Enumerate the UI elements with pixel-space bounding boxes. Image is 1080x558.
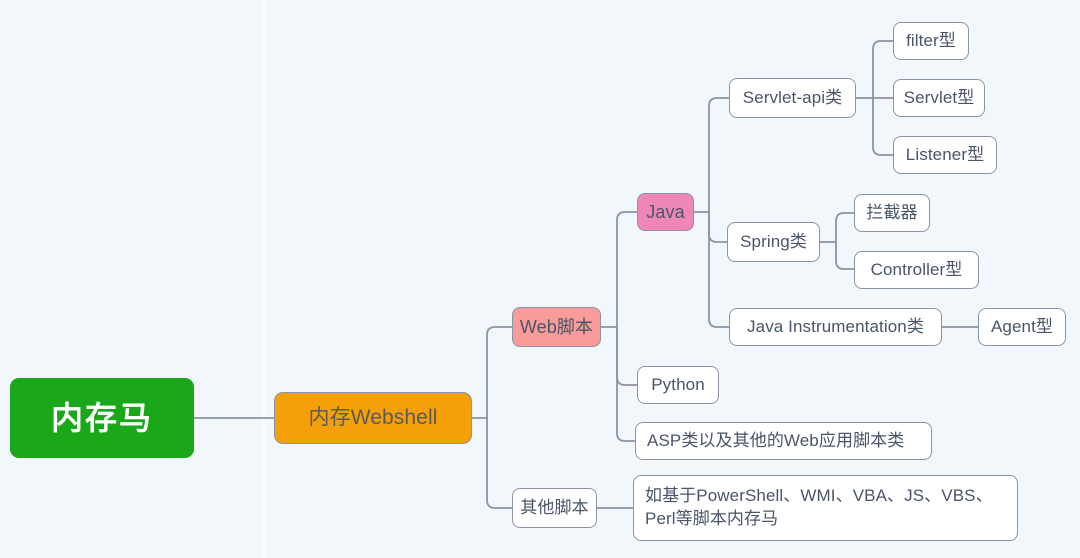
node-other-script[interactable]: 其他脚本 xyxy=(512,488,597,528)
node-java-label: Java xyxy=(646,201,685,222)
node-listener-type[interactable]: Listener型 xyxy=(893,136,997,174)
node-interceptor-label: 拦截器 xyxy=(866,202,918,222)
node-controller-type[interactable]: Controller型 xyxy=(854,251,979,289)
edge-webscript-to-java xyxy=(616,211,638,328)
edge-java-to-instrumentation xyxy=(708,211,730,328)
node-java[interactable]: Java xyxy=(637,193,694,231)
node-spring-label: Spring类 xyxy=(740,231,807,251)
node-interceptor[interactable]: 拦截器 xyxy=(854,194,930,232)
node-memory-webshell-label: 内存Webshell xyxy=(308,405,438,429)
node-java-instrumentation-label: Java Instrumentation类 xyxy=(747,316,924,336)
edge-servletapi-to-listener xyxy=(872,97,894,156)
node-python-label: Python xyxy=(651,374,705,394)
node-other-script-detail[interactable]: 如基于PowerShell、WMI、VBA、JS、VBS、 Perl等脚本内存马 xyxy=(633,475,1018,541)
node-asp-and-other-web-scripts[interactable]: ASP类以及其他的Web应用脚本类 xyxy=(635,422,932,460)
node-servlet-api-label: Servlet-api类 xyxy=(742,87,843,107)
node-other-script-label: 其他脚本 xyxy=(520,497,589,517)
node-spring[interactable]: Spring类 xyxy=(727,222,820,262)
edge-spring-to-interceptor xyxy=(835,212,855,243)
node-memory-webshell[interactable]: 内存Webshell xyxy=(274,392,472,444)
node-filter-type-label: filter型 xyxy=(906,30,956,50)
node-servlet-type[interactable]: Servlet型 xyxy=(893,79,985,117)
node-servlet-api[interactable]: Servlet-api类 xyxy=(729,78,856,118)
node-agent-type-label: Agent型 xyxy=(990,316,1054,336)
node-agent-type[interactable]: Agent型 xyxy=(978,308,1066,346)
node-asp-and-other-web-scripts-label: ASP类以及其他的Web应用脚本类 xyxy=(647,430,905,450)
node-listener-type-label: Listener型 xyxy=(905,144,985,164)
edge-webshell-to-other-script xyxy=(486,417,513,509)
root-node-label: 内存马 xyxy=(50,399,153,436)
node-java-instrumentation[interactable]: Java Instrumentation类 xyxy=(729,308,942,346)
panel-divider xyxy=(262,0,265,558)
node-web-script-label: Web脚本 xyxy=(519,316,594,337)
edge-servletapi-to-filter xyxy=(872,40,894,99)
edge-spring-to-controller xyxy=(835,241,855,270)
root-node-memory-trojan[interactable]: 内存马 xyxy=(10,378,194,458)
node-filter-type[interactable]: filter型 xyxy=(893,22,969,60)
node-controller-type-label: Controller型 xyxy=(870,259,963,279)
edge-webscript-to-asp xyxy=(616,326,636,442)
node-python[interactable]: Python xyxy=(637,366,719,404)
edge-webshell-to-web-script xyxy=(486,326,513,419)
node-other-script-detail-label: 如基于PowerShell、WMI、VBA、JS、VBS、 Perl等脚本内存马 xyxy=(645,486,993,528)
edge-java-to-servlet-api xyxy=(708,97,730,213)
edge-java-to-spring xyxy=(708,211,728,243)
edge-webscript-to-python xyxy=(616,326,638,386)
node-servlet-type-label: Servlet型 xyxy=(903,87,975,107)
node-web-script[interactable]: Web脚本 xyxy=(512,307,601,347)
